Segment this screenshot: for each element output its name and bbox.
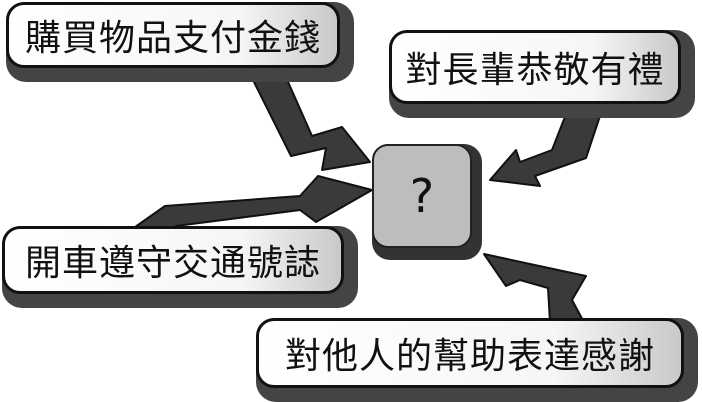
arrow-bottom bbox=[483, 253, 587, 327]
bubble-label: 對長輩恭敬有禮 bbox=[405, 50, 665, 91]
bubble-express-thanks: 對他人的幫助表達感謝 bbox=[256, 318, 698, 402]
bubble-label: 購買物品支付金錢 bbox=[24, 18, 321, 59]
arrow-top-right bbox=[489, 103, 605, 187]
bubble-obey-traffic-signals: 開車遵守交通號誌 bbox=[2, 226, 358, 308]
bubble-label: 開車遵守交通號誌 bbox=[24, 243, 321, 284]
bubble-respect-elders: 對長輩恭敬有禮 bbox=[389, 30, 695, 118]
arrow-top-left bbox=[245, 65, 371, 171]
bubble-paying-for-goods: 購買物品支付金錢 bbox=[6, 2, 354, 82]
bubble-label: 對他人的幫助表達感謝 bbox=[284, 336, 655, 377]
question-mark: ? bbox=[409, 169, 435, 223]
center-question-box: ? bbox=[372, 144, 482, 260]
